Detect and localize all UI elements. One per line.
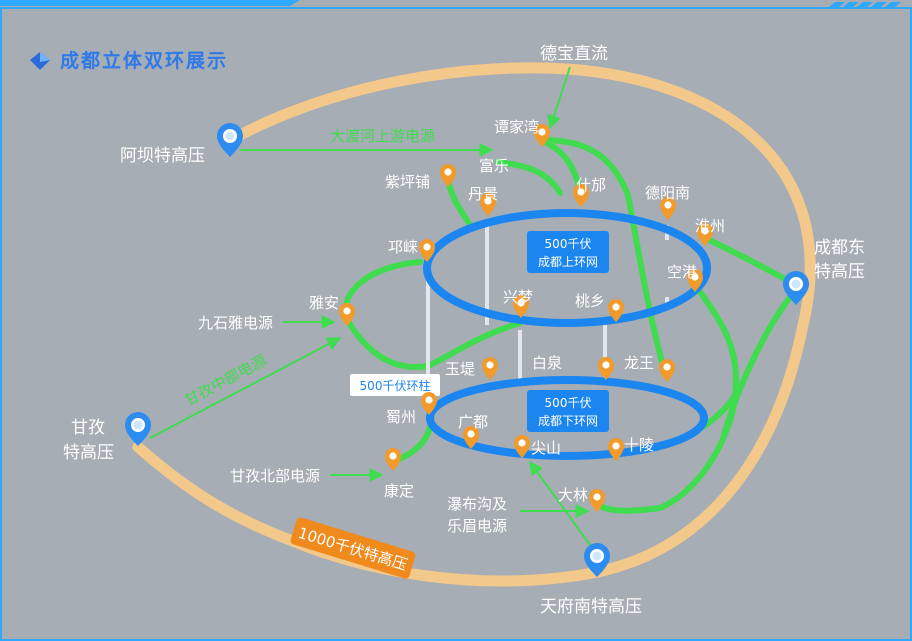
page-title: 成都立体双环展示	[60, 49, 228, 72]
station-tanjiawan: 谭家湾	[494, 118, 539, 136]
map-pin-icon	[339, 303, 355, 326]
frame-stripes	[829, 2, 901, 7]
station-zipingpu: 紫坪铺	[385, 173, 430, 191]
svg-text:500千伏环柱: 500千伏环柱	[360, 378, 431, 393]
frame-top-accent	[0, 0, 300, 6]
svg-text:500千伏: 500千伏	[545, 237, 592, 251]
uhv-station-tianfu-south: 天府南特高压	[540, 597, 642, 617]
station-guangdu: 广都	[458, 413, 488, 431]
station-kangding: 康定	[384, 482, 414, 500]
source-jiushiya: 九石雅电源	[198, 314, 273, 332]
station-huaizhou: 淮州	[695, 217, 725, 235]
upper-ring-label: 500千伏 成都上环网	[527, 231, 609, 273]
diamond-icon	[30, 52, 50, 70]
source-arrows	[149, 66, 591, 546]
map-pin-icon	[440, 164, 456, 187]
station-deyang-south: 德阳南	[645, 184, 690, 202]
source-dadu-river: 大渡河上游电源	[330, 127, 435, 145]
uhv-station-ganzi-line1: 甘孜	[71, 418, 105, 438]
station-qionglai: 邛崃	[388, 238, 418, 256]
uhv-station-chengdu-east-line2: 特高压	[814, 262, 865, 282]
map-pin-icon	[598, 357, 614, 380]
source-pubugou-line1: 瀑布沟及	[447, 495, 507, 513]
uhv-ring-badge: 1000千伏特高压	[290, 517, 416, 579]
uhv-station-ganzi-line2: 特高压	[63, 443, 114, 463]
kv500-lower-ring	[426, 376, 708, 460]
station-yuti: 玉堤	[445, 360, 475, 378]
station-taoxiang: 桃乡	[575, 292, 605, 310]
kv500-upper-ring	[423, 209, 711, 327]
station-shifang: 什邡	[576, 176, 606, 194]
station-fule: 富乐	[479, 157, 509, 175]
source-ganzi-central: 甘孜中部电源	[181, 351, 269, 409]
station-dalin: 大林	[558, 486, 588, 504]
source-debao-dc: 德宝直流	[540, 44, 608, 64]
svg-text:成都上环网: 成都上环网	[538, 255, 598, 269]
svg-text:500千伏: 500千伏	[545, 396, 592, 410]
uhv-station-chengdu-east-line1: 成都东	[814, 238, 865, 258]
svg-text:成都下环网: 成都下环网	[538, 414, 598, 428]
lower-ring-label: 500千伏 成都下环网	[527, 390, 609, 432]
frame-border	[0, 7, 912, 641]
uhv-station-aba: 阿坝特高压	[120, 146, 205, 166]
column-label: 500千伏环柱	[350, 374, 440, 396]
map-pin-icon	[482, 357, 498, 380]
station-shuzhou: 蜀州	[386, 408, 416, 426]
map-pin-icon	[659, 359, 675, 382]
map-pin-icon	[385, 448, 401, 471]
station-xingmeng: 兴梦	[503, 288, 533, 306]
station-jianshan: 尖山	[531, 439, 561, 457]
source-ganzi-north: 甘孜北部电源	[230, 467, 320, 485]
station-danjing: 丹景	[468, 185, 498, 203]
station-shiling: 十陵	[624, 436, 654, 454]
station-longwang: 龙王	[624, 354, 654, 372]
station-yaan: 雅安	[309, 294, 339, 312]
source-pubugou-line2: 乐眉电源	[447, 517, 507, 535]
station-baiquan: 白泉	[532, 354, 562, 372]
location-pin-icon	[217, 123, 243, 157]
station-konggang: 空港	[667, 263, 697, 281]
location-pin-icon	[125, 412, 151, 446]
